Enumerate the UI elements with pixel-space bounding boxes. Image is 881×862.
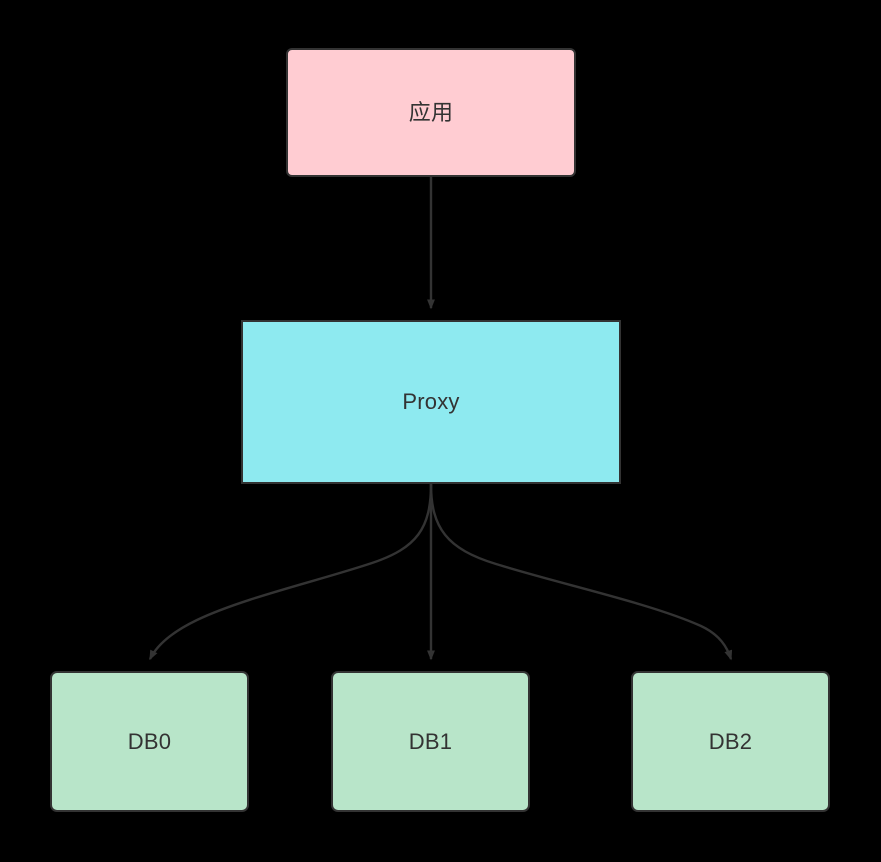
node-db0[interactable]: DB0 <box>50 671 249 812</box>
node-proxy-label: Proxy <box>402 389 460 414</box>
node-db1-label: DB1 <box>408 728 453 754</box>
node-app[interactable]: 应用 <box>286 48 576 177</box>
edge-proxy-to-db0 <box>148 483 433 661</box>
node-db2-label: DB2 <box>708 728 753 754</box>
node-db0-label: DB0 <box>127 728 172 754</box>
edge-proxy-to-db2 <box>429 483 733 661</box>
node-db2[interactable]: DB2 <box>631 671 830 812</box>
node-app-label: 应用 <box>408 99 454 125</box>
node-db1[interactable]: DB1 <box>331 671 530 812</box>
node-proxy[interactable]: Proxy <box>241 320 621 484</box>
